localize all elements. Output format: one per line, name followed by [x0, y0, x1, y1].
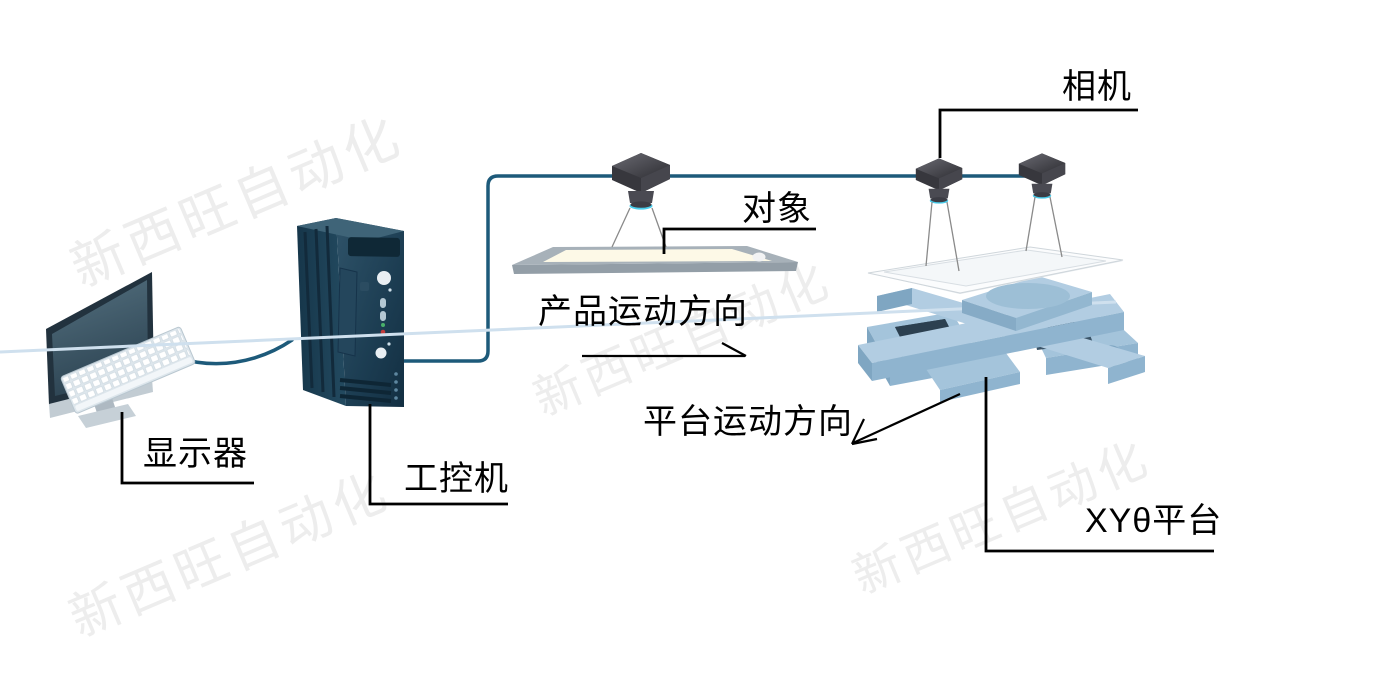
cable-pc-to-cameras	[396, 174, 1048, 363]
label-monitor: 显示器	[143, 435, 248, 473]
leader-ipc	[368, 404, 508, 506]
leader-lines	[120, 108, 1214, 553]
label-camera: 相机	[1062, 68, 1132, 106]
leader-object	[662, 227, 816, 254]
industrial-pc-icon	[297, 218, 404, 407]
label-product-motion-direction: 产品运动方向	[538, 293, 748, 331]
arrow-platform-motion	[851, 392, 961, 446]
camera-icon	[1019, 153, 1065, 258]
leader-monitor	[120, 412, 254, 485]
label-xy-theta-platform: XYθ平台	[1085, 502, 1223, 540]
leader-camera	[938, 108, 1138, 158]
label-platform-motion-direction: 平台运动方向	[643, 403, 853, 441]
keyboard-icon	[60, 326, 196, 414]
camera-icon	[611, 153, 670, 248]
arrow-product-motion	[582, 342, 747, 358]
camera-icon	[916, 158, 962, 272]
stage-tablet-icon	[867, 246, 1124, 294]
xy-stage-icon	[0, 276, 1145, 402]
leader-xytheta	[984, 377, 1214, 553]
object-tablet-icon	[512, 246, 798, 274]
label-object: 对象	[742, 190, 812, 228]
label-industrial-pc: 工控机	[404, 460, 509, 498]
